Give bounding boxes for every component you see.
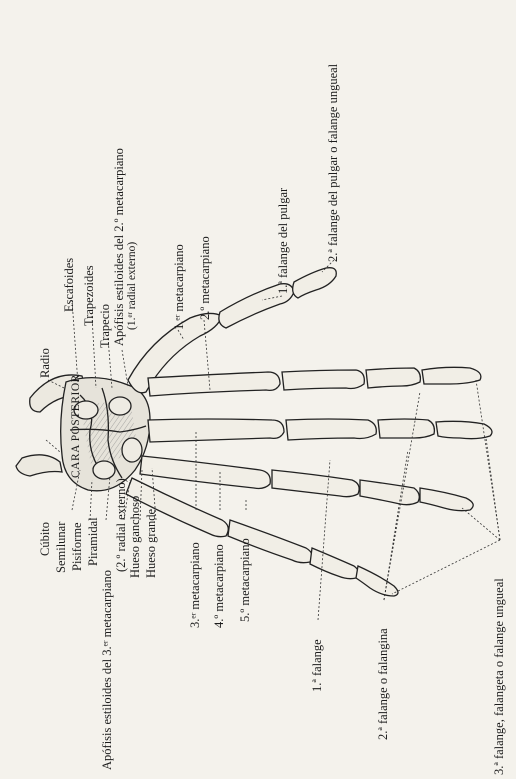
metacarpal-3	[148, 419, 284, 442]
label-metacarpiano-4: 4.º metacarpiano	[212, 544, 227, 628]
label-piramidal: Piramidal	[86, 517, 101, 566]
ring-phalanx-3	[420, 488, 473, 511]
little-phalanx-2	[310, 548, 359, 579]
index-phalanx-1	[282, 370, 364, 390]
metacarpal-2	[148, 372, 280, 396]
label-trapezoides: Trapezoides	[82, 265, 97, 326]
label-falange-1-pulgar: 1.ª falange del pulgar	[276, 188, 291, 294]
label-apofisis-2-sub: (1.ᵉʳ radial externo)	[126, 242, 138, 330]
label-cubito: Cúbito	[38, 522, 53, 556]
ring-phalanx-2	[360, 480, 419, 505]
middle-phalanx-1	[286, 419, 376, 440]
middle-phalanx-2	[378, 419, 434, 438]
label-semilunar: Semilunar	[54, 522, 69, 573]
label-metacarpiano-2: 2.º metacarpiano	[198, 236, 213, 320]
label-falange-2-pulgar: 2.ª falange del pulgar o falange ungueal	[326, 64, 341, 262]
label-escafoides: Escafoides	[62, 258, 77, 312]
index-phalanx-2	[366, 368, 420, 388]
label-trapecio: Trapecio	[98, 304, 113, 348]
metacarpal-4	[140, 456, 270, 489]
index-phalanx-3	[422, 367, 481, 384]
label-pisiforme: Pisiforme	[70, 522, 85, 571]
middle-phalanx-3	[436, 421, 492, 438]
label-hueso-ganchoso: Hueso ganchoso	[128, 496, 143, 578]
label-metacarpiano-5: 5.º metacarpiano	[238, 538, 253, 622]
ring-phalanx-1	[272, 470, 359, 497]
label-apofisis-3-sub: (2.º radial externo)	[114, 478, 129, 572]
label-metacarpiano-3: 3.ᵉʳ metacarpiano	[188, 542, 203, 628]
finger-bones	[126, 367, 492, 596]
label-falange-3: 3.ª falange, falangeta o falange ungueal	[492, 578, 507, 775]
label-metacarpiano-1: 1.ᵉʳ metacarpiano	[172, 244, 187, 330]
label-hueso-grande: Hueso grande	[144, 509, 159, 578]
label-falange-1: 1.ª falange	[310, 639, 325, 692]
diagram-title: CARA POSTERIOR	[70, 374, 82, 478]
label-apofisis-3: Apófisis estiloides del 3.ᵉʳ metacarpian…	[100, 570, 115, 770]
label-radio: Radio	[38, 348, 53, 378]
little-phalanx-3	[356, 566, 398, 596]
thumb-phalanx-2	[293, 268, 337, 298]
label-falange-2: 2.ª falange o falangina	[376, 628, 391, 740]
ulna-bone	[16, 455, 62, 476]
label-apofisis-2: Apófisis estiloides del 2.º metacarpiano	[112, 148, 127, 346]
